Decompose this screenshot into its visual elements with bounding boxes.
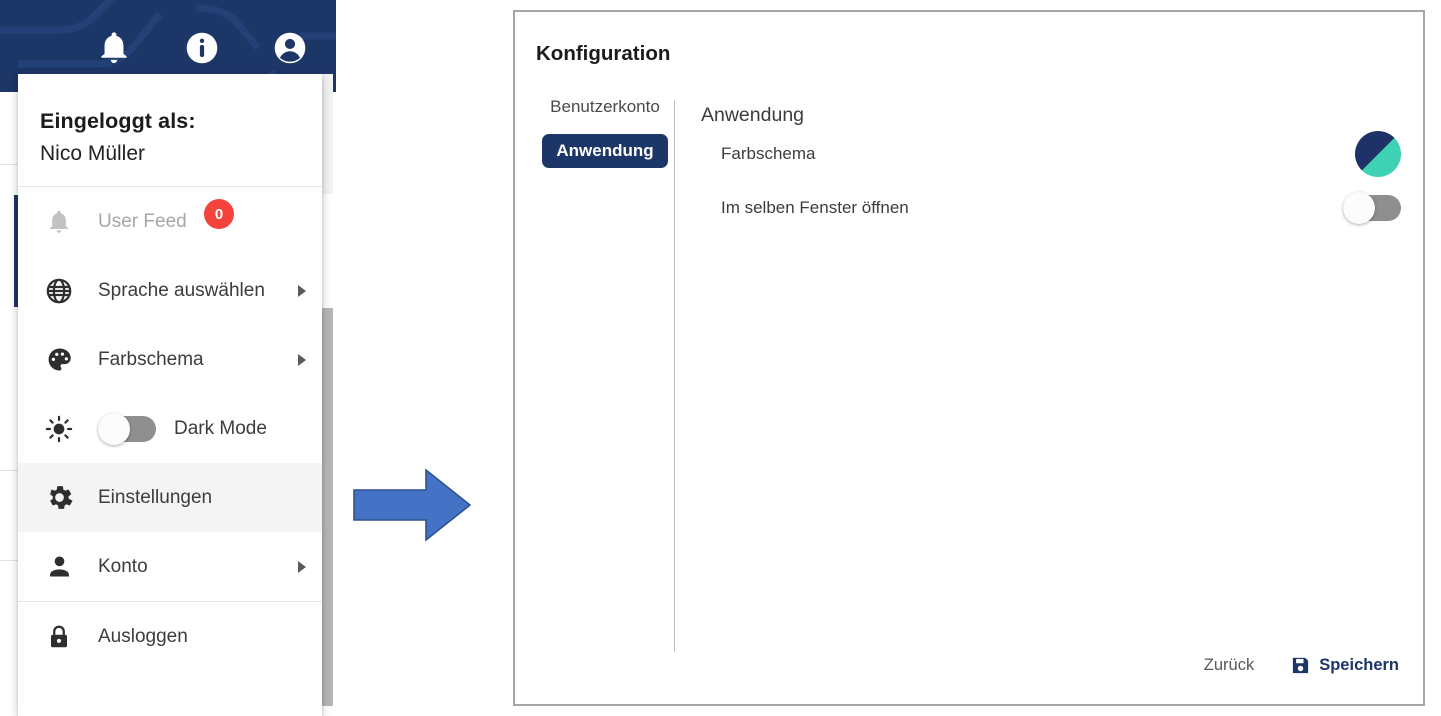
chevron-right-icon <box>298 284 306 297</box>
preference-control <box>1343 192 1401 224</box>
user-feed-count-badge: 0 <box>204 199 234 230</box>
save-floppy-icon <box>1293 657 1309 673</box>
preference-row-farbschema: Farbschema <box>701 127 1401 181</box>
menu-item-label: Dark Mode <box>174 417 267 439</box>
user-name: Nico Müller <box>40 141 146 165</box>
nav-item-anwendung[interactable]: Anwendung <box>542 134 668 168</box>
save-button-label: Speichern <box>1319 655 1399 674</box>
menu-item-logout[interactable]: Ausloggen <box>18 602 322 671</box>
info-circle-icon[interactable] <box>184 30 220 66</box>
user-dropdown-menu: Eingeloggt als: Nico Müller User Feed 0 <box>18 74 322 716</box>
background-rule <box>0 470 18 471</box>
same-window-toggle[interactable] <box>1343 192 1401 224</box>
configuration-dialog: Konfiguration Benutzerkonto Anwendung An… <box>513 10 1425 706</box>
menu-item-label: Farbschema <box>98 348 204 370</box>
sun-icon <box>42 412 76 446</box>
lock-icon <box>42 620 76 654</box>
menu-item-label: Ausloggen <box>98 625 188 647</box>
dialog-pane-anwendung: Anwendung Farbschema Im selben Fenster ö… <box>701 90 1401 235</box>
dialog-title: Konfiguration <box>536 42 671 65</box>
preference-label: Farbschema <box>721 144 816 163</box>
menu-item-account[interactable]: Konto <box>18 532 322 601</box>
preference-label: Im selben Fenster öffnen <box>721 198 909 217</box>
menu-item-label: User Feed <box>98 210 187 232</box>
toggle-knob <box>98 412 130 445</box>
notifications-bell-icon[interactable] <box>96 30 132 66</box>
app-scrollbar-track[interactable] <box>322 74 333 194</box>
gear-icon <box>42 481 76 515</box>
app-scrollbar-thumb[interactable] <box>322 308 333 706</box>
person-icon <box>42 550 76 584</box>
menu-divider <box>18 601 322 603</box>
toggle-knob <box>1343 192 1375 224</box>
menu-item-settings[interactable]: Einstellungen <box>18 463 322 533</box>
menu-divider <box>18 186 322 188</box>
header-icon-group <box>0 0 336 92</box>
globe-icon <box>42 274 76 308</box>
preference-control <box>1355 131 1401 177</box>
bell-icon <box>42 205 76 239</box>
menu-item-language[interactable]: Sprache auswählen <box>18 256 322 325</box>
preference-row-same-window: Im selben Fenster öffnen <box>701 181 1401 235</box>
dialog-body: Benutzerkonto Anwendung Anwendung Farbsc… <box>515 90 1423 652</box>
menu-item-label: Konto <box>98 555 148 577</box>
color-scheme-swatch[interactable] <box>1355 131 1401 177</box>
background-rule <box>0 164 18 165</box>
pane-title: Anwendung <box>701 104 805 126</box>
background-rule <box>0 560 18 561</box>
dialog-vertical-divider <box>674 100 675 652</box>
palette-icon <box>42 343 76 377</box>
menu-item-dark-mode[interactable]: Dark Mode <box>18 394 322 463</box>
chevron-right-icon <box>298 560 306 573</box>
save-button[interactable]: Speichern <box>1290 655 1399 676</box>
menu-item-user-feed[interactable]: User Feed 0 <box>18 187 322 256</box>
flow-arrow <box>353 468 472 542</box>
dialog-nav: Benutzerkonto Anwendung <box>536 90 674 168</box>
menu-item-label: Einstellungen <box>98 486 213 508</box>
back-button[interactable]: Zurück <box>1203 655 1255 674</box>
dark-mode-toggle[interactable] <box>98 412 156 445</box>
dialog-footer: Zurück Speichern <box>515 648 1399 682</box>
logged-in-label: Eingeloggt als: <box>40 109 196 133</box>
nav-item-benutzerkonto[interactable]: Benutzerkonto <box>550 97 660 116</box>
menu-item-color-scheme[interactable]: Farbschema <box>18 325 322 394</box>
chevron-right-icon <box>298 353 306 366</box>
account-circle-icon[interactable] <box>272 30 308 66</box>
menu-item-label: Sprache auswählen <box>98 279 265 301</box>
menu-header: Eingeloggt als: Nico Müller <box>18 74 322 186</box>
